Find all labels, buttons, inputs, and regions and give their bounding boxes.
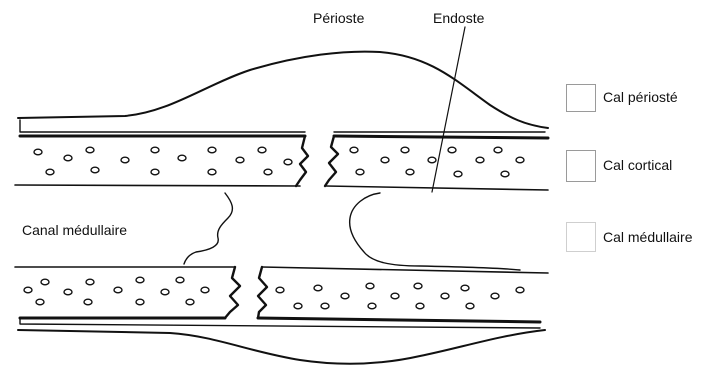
- cortex-dot: [321, 303, 329, 309]
- upper-fracture-right: [325, 136, 338, 186]
- cortex-dot: [121, 157, 129, 163]
- cortex-dot: [284, 159, 292, 165]
- cortex-dot: [368, 303, 376, 309]
- cortex-dot: [294, 303, 302, 309]
- cortex-dot: [461, 285, 469, 291]
- lower-fracture-right: [258, 267, 267, 318]
- cortex-dot: [350, 147, 358, 153]
- cortex-dot: [64, 289, 72, 295]
- cortex-dot: [176, 277, 184, 283]
- upper-fracture-left: [296, 136, 308, 186]
- cortex-dot: [366, 283, 374, 289]
- cortex-dot: [91, 167, 99, 173]
- cortex-dot: [416, 303, 424, 309]
- cortex-dot: [406, 169, 414, 175]
- cortex-dot: [161, 289, 169, 295]
- cortex-dot: [208, 169, 216, 175]
- cortex-dot: [428, 157, 436, 163]
- medullary-callus-left: [184, 193, 232, 264]
- cortex-dot: [516, 287, 524, 293]
- endosteum-pointer-line: [432, 27, 465, 192]
- lower-cortex-dots: [24, 277, 524, 309]
- lower-fracture-left: [225, 267, 240, 318]
- cortex-dot: [41, 279, 49, 285]
- cortex-dot: [466, 303, 474, 309]
- cortex-dot: [454, 171, 462, 177]
- cortex-dot: [516, 157, 524, 163]
- upper-periosteal-callus-outline: [18, 52, 548, 128]
- legend-swatch-cortical-callus: [566, 150, 596, 182]
- cortex-dot: [36, 299, 44, 305]
- cortex-dot: [441, 293, 449, 299]
- cortex-dot: [236, 157, 244, 163]
- upper-cortex-outer-edge: [20, 120, 545, 132]
- cortex-dot: [201, 287, 209, 293]
- upper-cortex-lower-edge: [15, 185, 548, 190]
- lower-periosteal-callus-outline: [18, 330, 545, 364]
- cortex-dot: [86, 147, 94, 153]
- cortex-dot: [151, 147, 159, 153]
- cortex-dot: [356, 169, 364, 175]
- cortex-dot: [114, 287, 122, 293]
- cortex-dot: [391, 293, 399, 299]
- cortex-dot: [186, 299, 194, 305]
- cortex-dot: [491, 293, 499, 299]
- cortex-dot: [414, 283, 422, 289]
- cortex-dot: [34, 149, 42, 155]
- cortex-dot: [501, 171, 509, 177]
- cortex-dot: [136, 277, 144, 283]
- cortex-dot: [401, 147, 409, 153]
- cortex-dot: [24, 287, 32, 293]
- cortex-dot: [476, 157, 484, 163]
- legend-label: Cal médullaire: [603, 229, 692, 245]
- cortex-dot: [381, 157, 389, 163]
- cortex-dot: [151, 169, 159, 175]
- legend-swatch-periosteal-callus: [566, 84, 596, 112]
- cortex-dot: [64, 155, 72, 161]
- upper-cortex-bold-edge: [20, 136, 548, 138]
- cortex-dot: [264, 169, 272, 175]
- medullary-canal-label: Canal médullaire: [22, 222, 127, 238]
- lower-cortex-bold-edge: [20, 318, 540, 322]
- legend-label: Cal périosté: [603, 89, 678, 105]
- cortex-dot: [208, 147, 216, 153]
- cortex-dot: [494, 147, 502, 153]
- legend-label: Cal cortical: [603, 157, 672, 173]
- cortex-dot: [86, 279, 94, 285]
- cortex-dot: [448, 147, 456, 153]
- legend-swatch-medullary-callus: [566, 222, 596, 252]
- cortex-dot: [136, 299, 144, 305]
- cortex-dot: [341, 293, 349, 299]
- endosteum-label: Endoste: [433, 10, 484, 26]
- cortex-dot: [258, 147, 266, 153]
- periosteum-label: Périoste: [313, 10, 364, 26]
- cortex-dot: [46, 169, 54, 175]
- cortex-dot: [276, 287, 284, 293]
- upper-cortex-dots: [34, 147, 524, 177]
- medullary-callus-right: [350, 193, 520, 270]
- cortex-dot: [178, 155, 186, 161]
- cortex-dot: [314, 285, 322, 291]
- cortex-dot: [84, 299, 92, 305]
